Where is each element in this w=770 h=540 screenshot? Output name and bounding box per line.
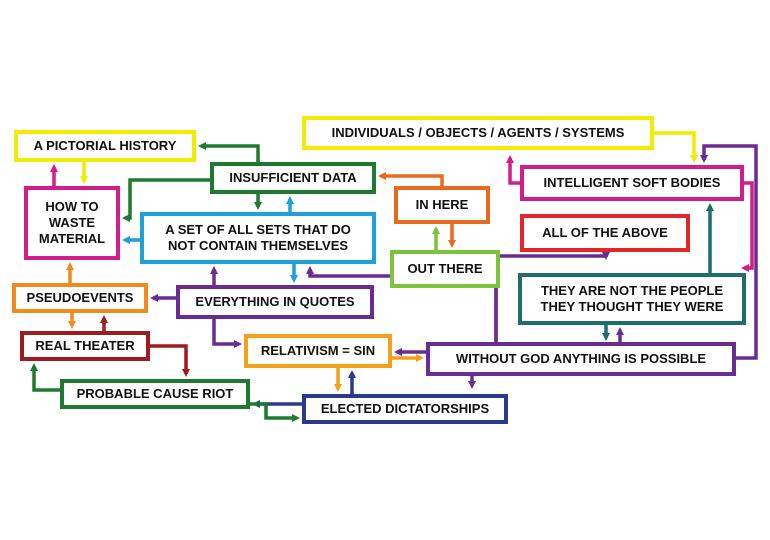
arrow-probable-to-realtheater <box>30 363 60 392</box>
arrow-intelligent-to-individuals <box>506 155 520 185</box>
arrow-probable-to-elected <box>250 402 300 422</box>
node-all-of-the-above: ALL OF THE ABOVE <box>520 214 690 252</box>
arrow-insufficient-to-howto <box>122 178 210 222</box>
node-without-god: WITHOUT GOD ANYTHING IS POSSIBLE <box>426 342 736 376</box>
node-pseudoevents: PSEUDOEVENTS <box>12 283 148 313</box>
node-elected-dictatorships: ELECTED DICTATORSHIPS <box>302 394 508 424</box>
arrow-intelligent-to-notpeople <box>741 181 754 272</box>
node-insufficient-data: INSUFFICIENT DATA <box>210 162 376 194</box>
arrow-insufficient-to-pictorial <box>198 142 260 162</box>
arrow-individuals-to-intelligent <box>654 131 698 163</box>
arrow-inhere-to-insufficient <box>378 172 444 186</box>
node-out-there: OUT THERE <box>390 250 500 288</box>
node-set-of-all-sets: A SET OF ALL SETS THAT DO NOT CONTAIN TH… <box>140 212 376 264</box>
node-how-to-waste-material: HOW TO WASTE MATERIAL <box>24 186 120 260</box>
node-everything-in-quotes: EVERYTHING IN QUOTES <box>176 285 374 319</box>
node-not-the-people: THEY ARE NOT THE PEOPLE THEY THOUGHT THE… <box>518 273 746 325</box>
node-in-here: IN HERE <box>394 186 490 224</box>
node-relativism-sin: RELATIVISM = SIN <box>244 334 392 368</box>
node-individuals-objects: INDIVIDUALS / OBJECTS / AGENTS / SYSTEMS <box>302 116 654 150</box>
node-probable-cause-riot: PROBABLE CAUSE RIOT <box>60 379 250 409</box>
node-real-theater: REAL THEATER <box>20 331 150 361</box>
node-pictorial-history: A PICTORIAL HISTORY <box>14 130 196 162</box>
arrow-withoutgod-loop-to-intelligent <box>700 144 758 360</box>
arrow-everything-to-relativism <box>212 319 242 348</box>
arrow-realtheater-to-probable <box>150 344 190 377</box>
node-intelligent-soft-bodies: INTELLIGENT SOFT BODIES <box>520 165 744 201</box>
